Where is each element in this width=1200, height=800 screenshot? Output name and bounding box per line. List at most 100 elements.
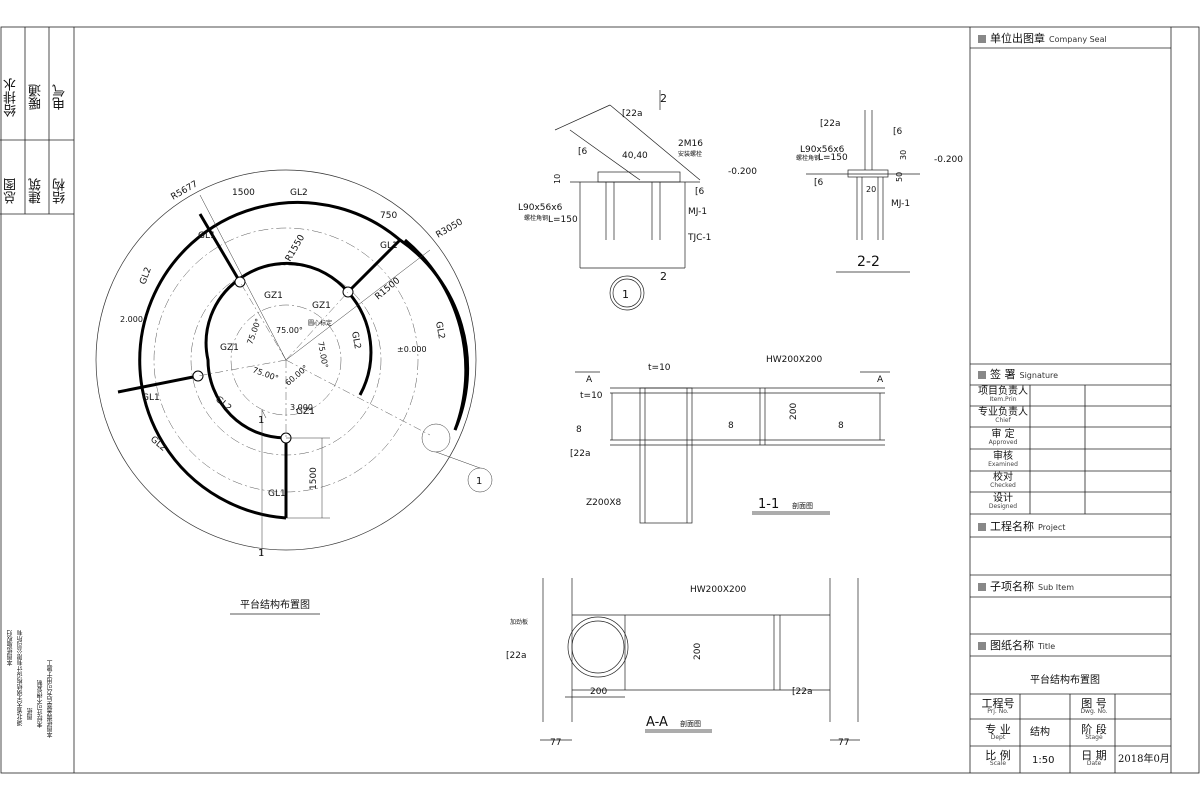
d1-angle: L90x56x6 <box>518 203 563 213</box>
d2-angle-note: 螺栓角钢 <box>796 154 820 162</box>
square-icon <box>978 35 986 43</box>
d2-title: 2-2 <box>857 254 880 270</box>
s11-d200: 200 <box>789 403 799 420</box>
s11-t10a: t=10 <box>648 363 671 373</box>
label-d750: 750 <box>380 211 397 221</box>
saa-c22a-l: [22a <box>506 651 526 661</box>
note-seal-required: 本图纸需盖章后方可用于施工 <box>47 660 54 738</box>
d1-sec-bottom: 2 <box>660 270 667 283</box>
saa-d200h: 200 <box>590 687 607 697</box>
label-gl2-left: GL2 <box>138 266 153 286</box>
detail-2-2 <box>806 110 920 273</box>
outer-radius-circle <box>95 169 477 551</box>
saa-d77a: 77 <box>550 738 561 748</box>
s11-w8b: 8 <box>728 421 734 431</box>
d1-len: L=150 <box>548 215 578 225</box>
s11-w8a: 8 <box>576 425 582 435</box>
s11-hw: HW200X200 <box>766 355 822 365</box>
plan-title: 平台结构布置图 <box>240 598 310 611</box>
section-1-1 <box>575 371 890 524</box>
label-r3050: R3050 <box>435 217 465 240</box>
label-gz1-d: GZ1 <box>296 407 315 417</box>
label-gl1-ne: GL1 <box>380 241 398 251</box>
label-d1500: 1500 <box>232 188 255 198</box>
label-gl1-nw: GL1 <box>198 231 216 241</box>
saa-title-note: 剖面图 <box>680 719 701 728</box>
label-gz1-c: GZ1 <box>220 343 239 353</box>
label-gl1-w: GL1 <box>142 393 160 403</box>
discipline-architecture: 建筑 <box>29 178 44 204</box>
label-angle-75-c: 75.00° <box>316 341 330 369</box>
s11-a-right: A <box>877 375 884 385</box>
label-dim-1500: 1500 <box>309 467 319 490</box>
note-copyright: 本图纸版权归 <box>7 630 14 666</box>
d2-d50: 50 <box>895 172 904 182</box>
s11-title: 1-1 <box>758 497 779 512</box>
s11-a-left: A <box>586 375 593 385</box>
label-angle-75-b: 75.00° <box>245 317 263 345</box>
d2-c6b: [6 <box>814 178 824 188</box>
saa-hw: HW200X200 <box>690 585 746 595</box>
saa-title: A-A <box>646 715 668 730</box>
label-angle-75-a: 75.00° <box>276 326 303 335</box>
discipline-electrical: 电气 <box>53 84 68 110</box>
discipline-general: 总图 <box>4 178 19 204</box>
saa-d200v: 200 <box>693 643 703 660</box>
square-icon <box>978 523 986 531</box>
note-company: 湖北省天宇钢结构设计有限公司所有 <box>17 630 24 726</box>
field-date-value: 2018年0月 <box>1118 754 1170 765</box>
d2-len: L=150 <box>818 153 848 163</box>
platform-plan <box>95 169 493 556</box>
saa-d77b: 77 <box>838 738 849 748</box>
d1-bolt-note: 安装螺栓 <box>678 150 702 158</box>
d1-angle-note: 螺栓角钢 <box>524 214 548 222</box>
label-r1500: R1500 <box>374 276 403 303</box>
d2-c6a: [6 <box>893 127 903 137</box>
s11-w8c: 8 <box>838 421 844 431</box>
d2-c22a: [22a <box>820 119 840 129</box>
d1-d10: 10 <box>553 174 562 184</box>
d1-sec-top: 2 <box>660 92 667 105</box>
discipline-hvac: 暖通 <box>29 84 44 110</box>
d1-bolt: 2M16 <box>678 139 703 149</box>
saa-c22a-r: [22a <box>792 687 812 697</box>
outer-frame <box>0 26 1200 774</box>
label-r1550: R1550 <box>284 233 307 263</box>
detail-1 <box>554 90 701 311</box>
d1-c6b: [6 <box>695 187 705 197</box>
section-a-a <box>540 578 860 741</box>
note-drawing: 图纸 <box>27 708 34 720</box>
drawing-name: 平台结构布置图 <box>1030 675 1100 686</box>
d2-angle: L90x56x6 <box>800 145 845 155</box>
label-axis-1: 1 <box>476 476 482 487</box>
label-gl2-inner: GL2 <box>213 395 233 414</box>
s11-pl: Z200X8 <box>586 498 622 508</box>
label-angle-60: 60.00° <box>284 363 310 387</box>
d1-mj: MJ-1 <box>688 207 707 217</box>
label-gl2-e: GL2 <box>433 321 446 340</box>
label-cut-top: 1 <box>258 415 264 426</box>
d1-c22a: [22a <box>622 109 642 119</box>
label-gl2-sw: GL2 <box>148 435 168 454</box>
d1-tjc: TJC-1 <box>687 233 711 243</box>
label-el-0: ±0.000 <box>397 345 427 354</box>
discipline-structure: 结构 <box>53 178 68 204</box>
d1-el: -0.200 <box>728 167 757 177</box>
d2-el: -0.200 <box>934 155 963 165</box>
label-center-note: 圆心标定 <box>308 319 332 327</box>
label-gl2-top: GL2 <box>290 188 308 198</box>
s11-title-note: 剖面图 <box>792 501 813 510</box>
d2-d30: 30 <box>899 150 908 160</box>
field-scale-value: 1:50 <box>1032 755 1055 766</box>
